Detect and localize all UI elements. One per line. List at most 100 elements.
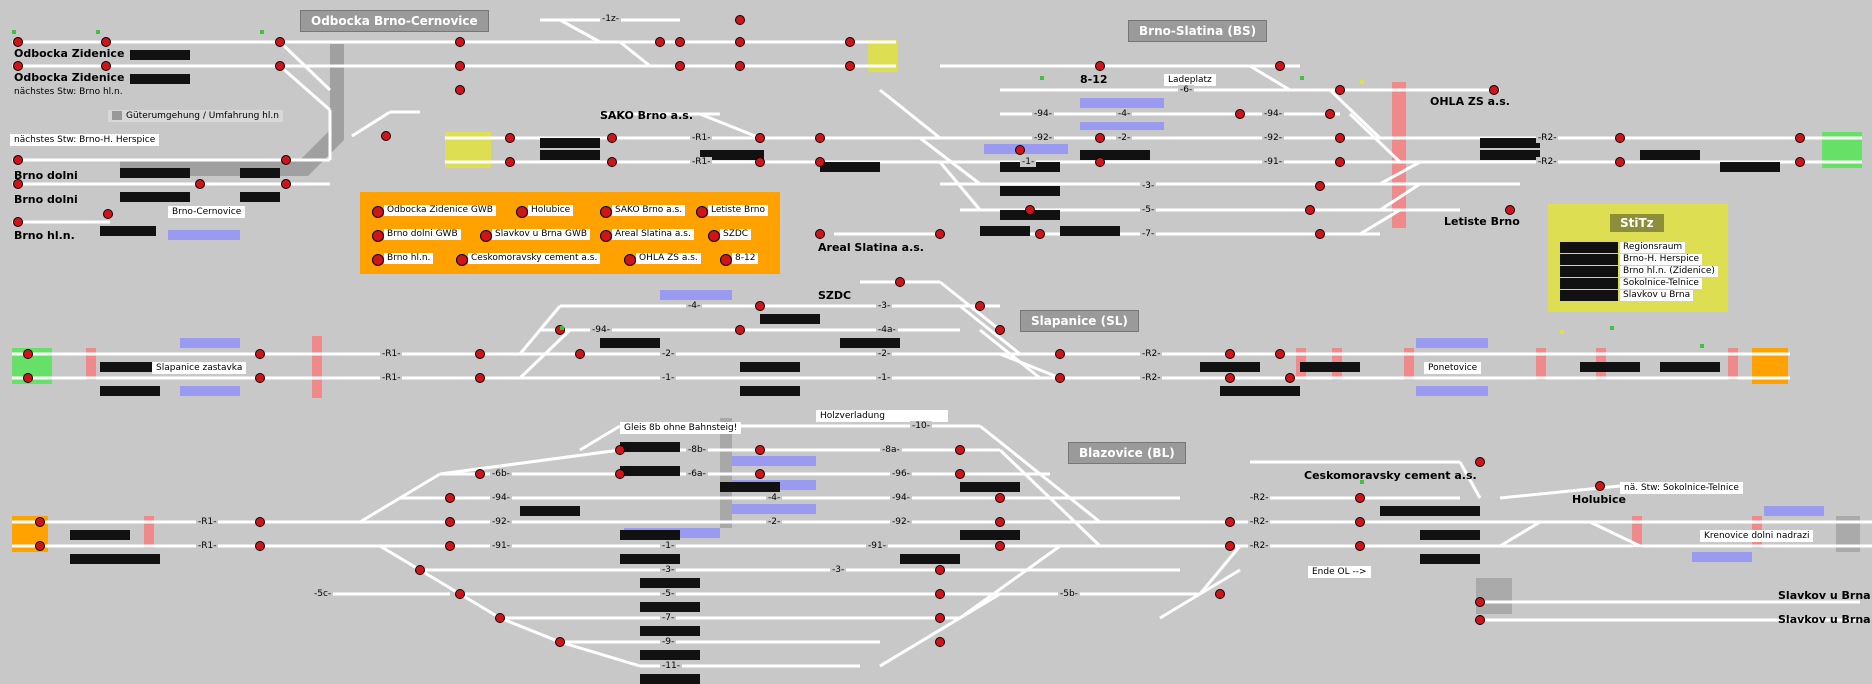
signal-icon[interactable] xyxy=(255,373,265,383)
signal-icon[interactable] xyxy=(815,229,825,239)
signal-icon[interactable] xyxy=(13,61,23,71)
signal-icon[interactable] xyxy=(1325,109,1335,119)
stitz-item[interactable]: Regionsraum xyxy=(1620,242,1686,253)
signal-icon[interactable] xyxy=(455,589,465,599)
signal-icon[interactable] xyxy=(755,469,765,479)
signal-icon[interactable] xyxy=(1475,597,1485,607)
signal-icon[interactable] xyxy=(13,179,23,189)
signal-icon[interactable] xyxy=(101,61,111,71)
signal-icon[interactable] xyxy=(655,37,665,47)
signal-icon[interactable] xyxy=(675,37,685,47)
signal-icon[interactable] xyxy=(755,157,765,167)
signal-icon[interactable] xyxy=(615,445,625,455)
signals[interactable] xyxy=(13,15,1805,647)
signal-icon[interactable] xyxy=(195,179,205,189)
legend-item[interactable]: Letiste Brno xyxy=(708,205,768,216)
signal-icon[interactable] xyxy=(1475,457,1485,467)
legend-item[interactable]: Odbocka Zidenice GWB xyxy=(384,205,496,216)
legend-item[interactable]: SZDC xyxy=(720,229,752,240)
signal-icon[interactable] xyxy=(1475,615,1485,625)
signal-icon[interactable] xyxy=(23,373,33,383)
signal-icon[interactable] xyxy=(975,301,985,311)
signal-icon[interactable] xyxy=(1015,145,1025,155)
legend-item[interactable]: Brno dolni GWB xyxy=(384,229,461,240)
signal-icon[interactable] xyxy=(495,613,505,623)
signal-icon[interactable] xyxy=(1235,109,1245,119)
signal-icon[interactable] xyxy=(475,373,485,383)
stitz-item[interactable]: Brno hl.n. (Zidenice) xyxy=(1620,266,1718,277)
signal-icon[interactable] xyxy=(555,637,565,647)
signal-icon[interactable] xyxy=(1095,133,1105,143)
signal-icon[interactable] xyxy=(381,131,391,141)
signal-icon[interactable] xyxy=(255,349,265,359)
legend-item[interactable]: Areal Slatina a.s. xyxy=(612,229,694,240)
signal-icon[interactable] xyxy=(1355,517,1365,527)
signal-icon[interactable] xyxy=(103,209,113,219)
signal-icon[interactable] xyxy=(1095,61,1105,71)
signal-icon[interactable] xyxy=(255,517,265,527)
signal-icon[interactable] xyxy=(1035,229,1045,239)
stitz-item[interactable]: Slavkov u Brna xyxy=(1620,290,1694,301)
signal-icon[interactable] xyxy=(995,517,1005,527)
signal-icon[interactable] xyxy=(1305,205,1315,215)
signal-icon[interactable] xyxy=(845,37,855,47)
signal-icon[interactable] xyxy=(1275,61,1285,71)
signal-icon[interactable] xyxy=(455,37,465,47)
signal-icon[interactable] xyxy=(735,325,745,335)
signal-icon[interactable] xyxy=(607,157,617,167)
legend-item[interactable]: Brno hl.n. xyxy=(384,253,434,264)
signal-icon[interactable] xyxy=(35,541,45,551)
signal-icon[interactable] xyxy=(275,61,285,71)
signal-icon[interactable] xyxy=(13,155,23,165)
signal-icon[interactable] xyxy=(505,157,515,167)
legend-item[interactable]: Holubice xyxy=(528,205,574,216)
signal-icon[interactable] xyxy=(281,179,291,189)
signal-icon[interactable] xyxy=(415,565,425,575)
stitz-item[interactable]: Brno-H. Herspice xyxy=(1620,254,1703,265)
signal-icon[interactable] xyxy=(1095,157,1105,167)
signal-icon[interactable] xyxy=(1615,133,1625,143)
signal-icon[interactable] xyxy=(445,493,455,503)
signal-icon[interactable] xyxy=(1315,229,1325,239)
signal-icon[interactable] xyxy=(1315,181,1325,191)
signal-icon[interactable] xyxy=(445,541,455,551)
signal-icon[interactable] xyxy=(1335,85,1345,95)
signal-icon[interactable] xyxy=(1225,373,1235,383)
signal-icon[interactable] xyxy=(815,157,825,167)
signal-icon[interactable] xyxy=(1025,205,1035,215)
legend-item[interactable]: SAKO Brno a.s. xyxy=(612,205,686,216)
signal-icon[interactable] xyxy=(1335,157,1345,167)
legend-item[interactable]: Slavkov u Brna GWB xyxy=(492,229,591,240)
signal-icon[interactable] xyxy=(895,277,905,287)
signal-icon[interactable] xyxy=(1615,157,1625,167)
signal-icon[interactable] xyxy=(1225,541,1235,551)
signal-icon[interactable] xyxy=(1285,373,1295,383)
signal-icon[interactable] xyxy=(755,301,765,311)
signal-icon[interactable] xyxy=(935,565,945,575)
signal-icon[interactable] xyxy=(845,61,855,71)
signal-icon[interactable] xyxy=(575,349,585,359)
signal-icon[interactable] xyxy=(23,349,33,359)
signal-icon[interactable] xyxy=(935,637,945,647)
signal-icon[interactable] xyxy=(955,469,965,479)
signal-icon[interactable] xyxy=(1335,133,1345,143)
signal-icon[interactable] xyxy=(755,445,765,455)
signal-icon[interactable] xyxy=(735,15,745,25)
signal-icon[interactable] xyxy=(935,589,945,599)
signal-icon[interactable] xyxy=(455,85,465,95)
signal-icon[interactable] xyxy=(101,37,111,47)
signal-icon[interactable] xyxy=(445,517,455,527)
signal-icon[interactable] xyxy=(995,541,1005,551)
signal-icon[interactable] xyxy=(935,613,945,623)
signal-icon[interactable] xyxy=(815,133,825,143)
legend-item[interactable]: Ceskomoravsky cement a.s. xyxy=(468,253,601,264)
signal-icon[interactable] xyxy=(1055,349,1065,359)
signal-icon[interactable] xyxy=(1225,517,1235,527)
signal-icon[interactable] xyxy=(475,469,485,479)
signal-icon[interactable] xyxy=(935,229,945,239)
signal-icon[interactable] xyxy=(1355,541,1365,551)
signal-icon[interactable] xyxy=(755,133,765,143)
signal-icon[interactable] xyxy=(735,61,745,71)
signal-icon[interactable] xyxy=(13,37,23,47)
signal-icon[interactable] xyxy=(1225,349,1235,359)
